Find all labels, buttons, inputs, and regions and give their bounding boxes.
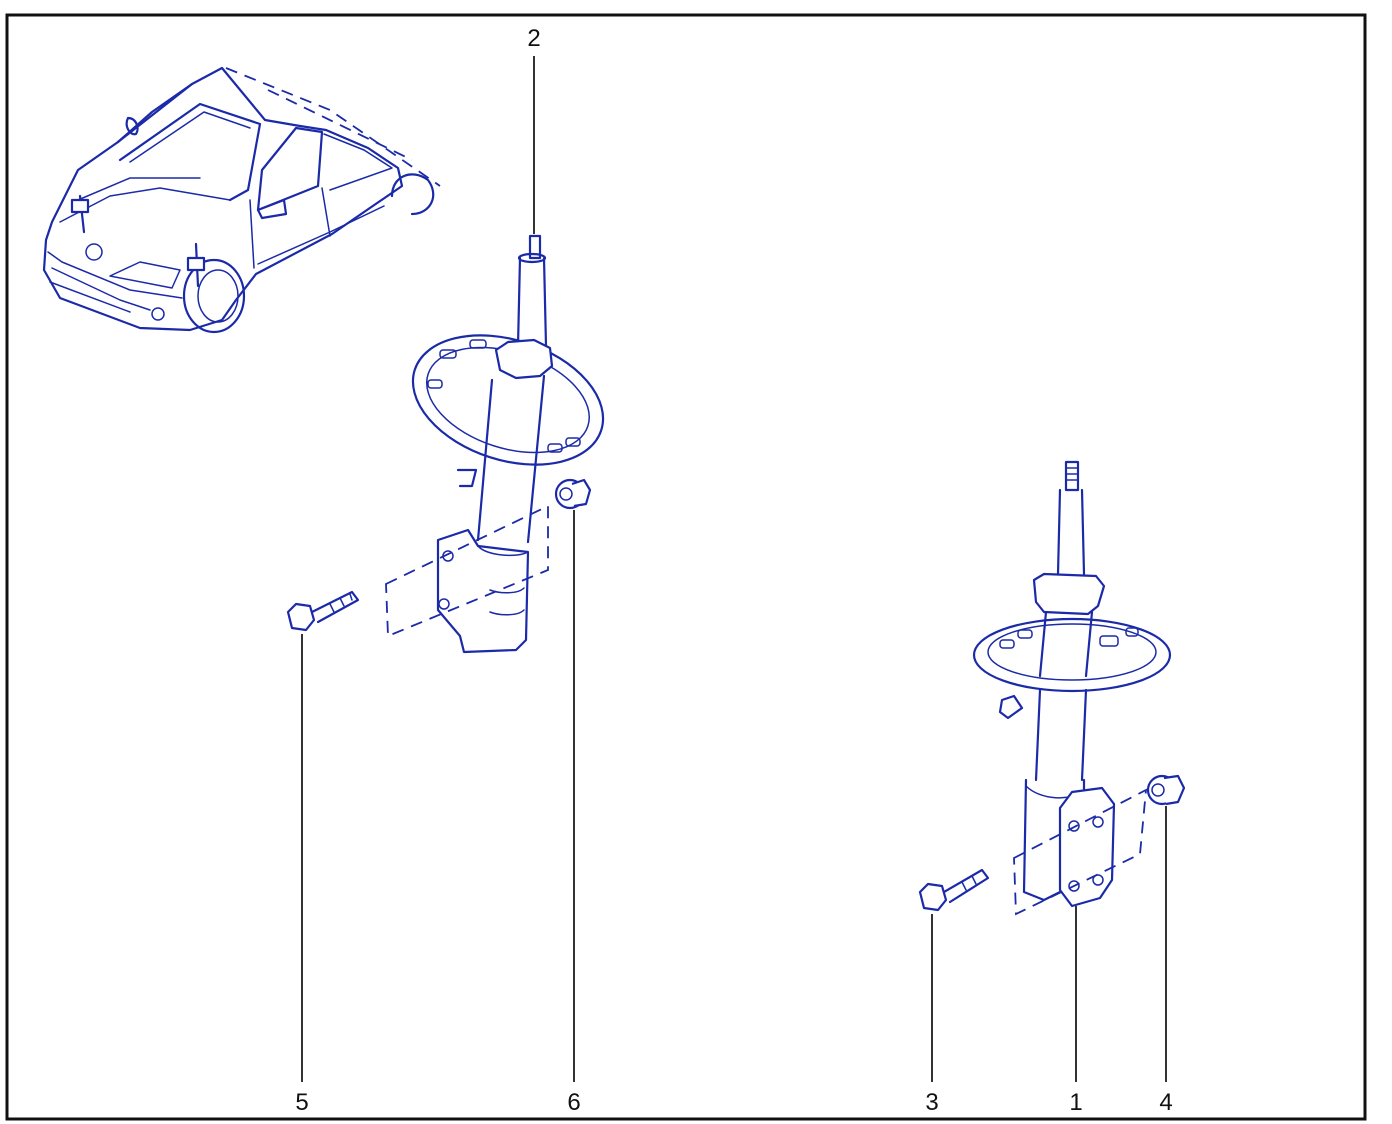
callout-1: 1	[1069, 1089, 1082, 1116]
callout-2: 2	[527, 25, 540, 52]
strut-assembly-right	[918, 460, 1186, 916]
callout-4: 4	[1159, 1089, 1172, 1116]
callout-6: 6	[567, 1089, 580, 1116]
callout-3: 3	[925, 1089, 938, 1116]
car-illustration	[42, 66, 441, 334]
callout-5: 5	[295, 1089, 308, 1116]
strut-assembly-left	[286, 234, 605, 654]
drawing-border	[5, 13, 1367, 1121]
